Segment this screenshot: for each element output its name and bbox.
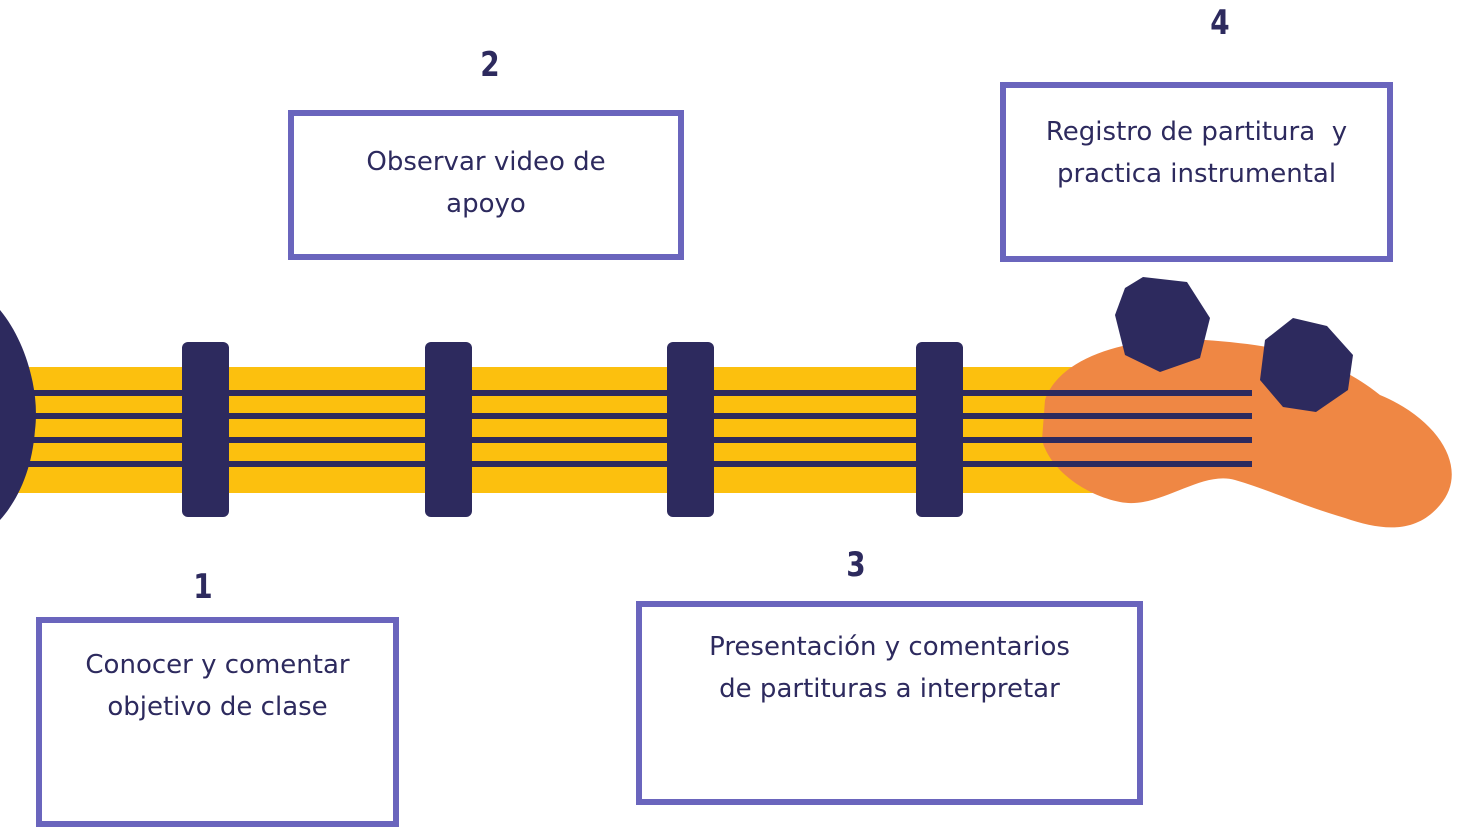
frets: [182, 342, 963, 517]
step-text-line: Presentación y comentarios: [709, 632, 1070, 662]
tuning-peg-1: [1115, 277, 1210, 372]
tuning-peg-2: [1260, 318, 1353, 412]
step-box-3: Presentación y comentarios de partituras…: [636, 601, 1143, 805]
step-number-3: 3: [846, 545, 866, 585]
step-number-4: 4: [1210, 3, 1230, 43]
fretboard: [0, 367, 1140, 493]
step-box-4: Registro de partitura y practica instrum…: [1000, 82, 1393, 262]
step-text-line: objetivo de clase: [107, 691, 328, 722]
step-number-2: 2: [480, 45, 500, 85]
guitar-body-edge: [0, 310, 36, 520]
step-text-line: Observar video de: [366, 147, 606, 177]
fret-1: [182, 342, 229, 517]
fret-2: [425, 342, 472, 517]
step-text-line: apoyo: [446, 188, 526, 219]
fret-4: [916, 342, 963, 517]
step-text-line: practica instrumental: [1056, 158, 1337, 189]
fret-3: [667, 342, 714, 517]
step-box-2: Observar video de apoyo: [288, 110, 684, 260]
headstock: [1042, 339, 1452, 528]
step-text-line: Conocer y comentar: [85, 650, 350, 680]
step-text-line: Registro de partitura y: [1045, 117, 1348, 147]
step-text-line: de partituras a interpretar: [719, 673, 1060, 704]
step-number-1: 1: [193, 567, 213, 607]
step-box-1: Conocer y comentar objetivo de clase: [36, 617, 399, 827]
